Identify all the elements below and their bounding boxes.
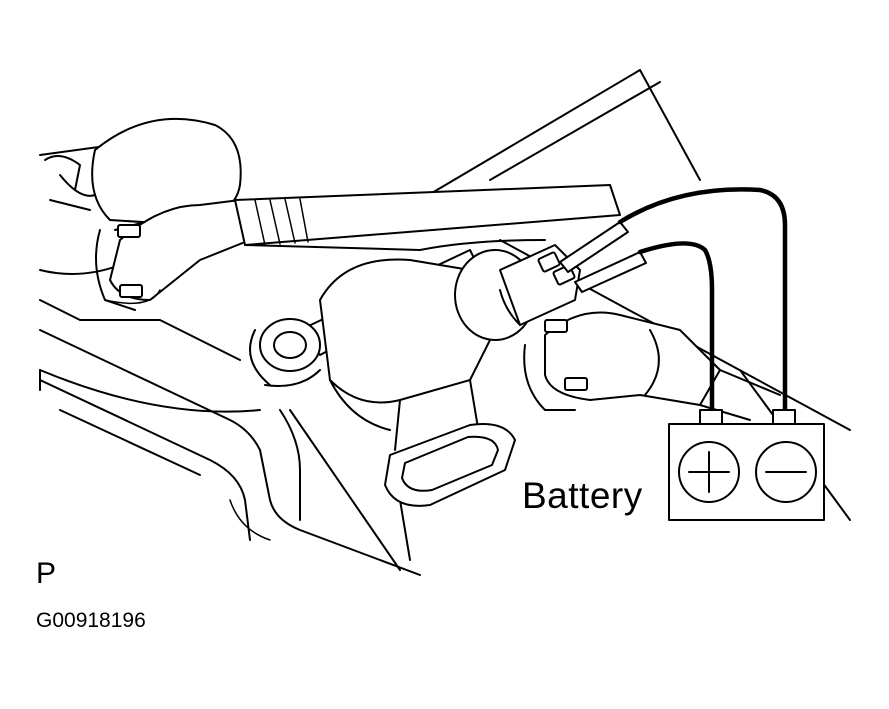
battery bbox=[668, 409, 825, 521]
solenoid-valve bbox=[454, 244, 581, 341]
view-letter: P bbox=[36, 557, 57, 590]
engine-cover bbox=[39, 299, 421, 576]
figure-code: G00918196 bbox=[36, 609, 146, 632]
left-housing bbox=[44, 117, 242, 226]
upper-hose bbox=[234, 184, 621, 251]
right-hose bbox=[523, 311, 781, 421]
test-leads bbox=[559, 187, 788, 415]
battery-label: Battery bbox=[522, 475, 643, 516]
gasket-flange bbox=[384, 423, 516, 507]
left-hose bbox=[95, 199, 253, 311]
